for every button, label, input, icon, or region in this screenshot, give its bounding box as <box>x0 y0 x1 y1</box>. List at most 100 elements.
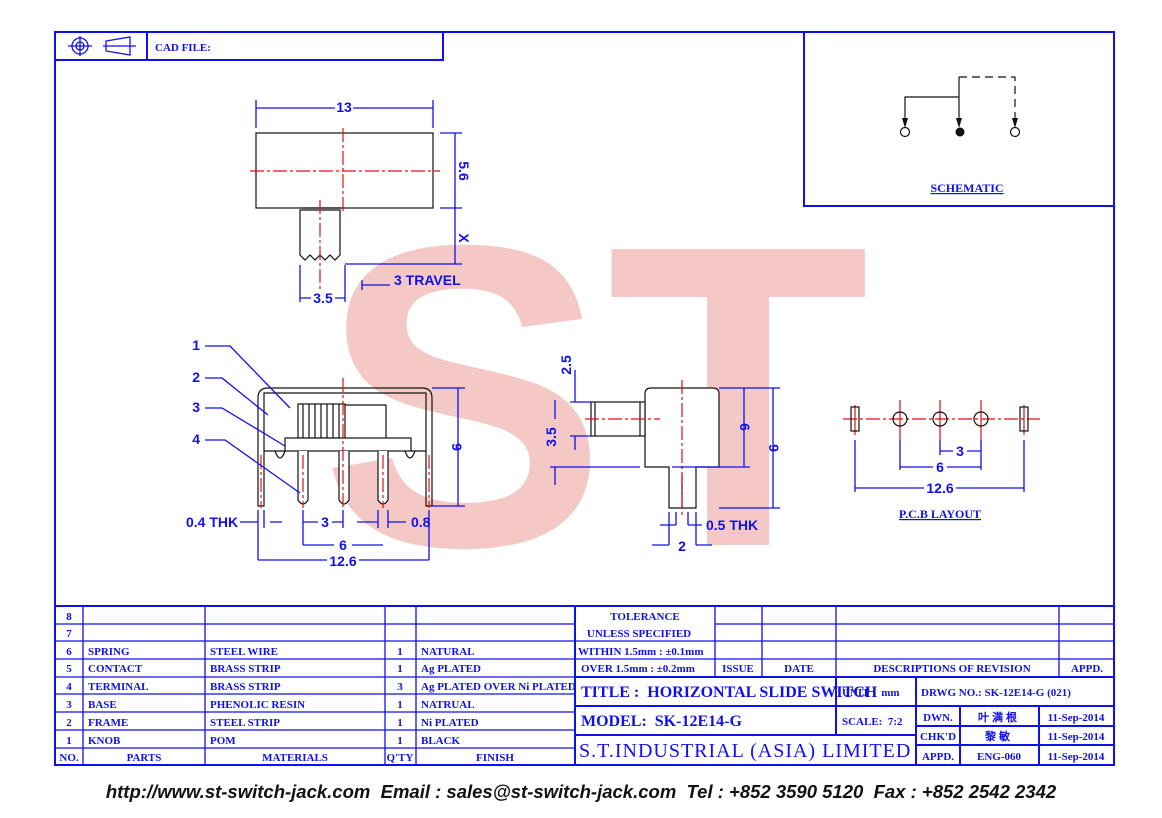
svg-text:PARTS: PARTS <box>127 752 162 764</box>
dim-12-6: 12.6 <box>329 553 356 569</box>
svg-text:TERMINAL: TERMINAL <box>88 681 149 693</box>
svg-text:NO.: NO. <box>59 752 79 764</box>
svg-text:CONTACT: CONTACT <box>88 663 143 675</box>
svg-text:ENG-060: ENG-060 <box>977 751 1022 763</box>
svg-text:NATURAL: NATURAL <box>421 646 475 658</box>
dim-0-4-thk: 0.4 THK <box>186 514 238 530</box>
dim-9-side: 9 <box>766 444 782 452</box>
svg-text:Ag PLATED: Ag PLATED <box>421 663 481 675</box>
dim-x: X <box>456 233 472 243</box>
svg-text:SCALE: 7:2: SCALE: 7:2 <box>842 716 903 728</box>
svg-text:CHK'D: CHK'D <box>920 731 956 743</box>
table-row: 4 TERMINAL BRASS STRIP 3 Ag PLATED OVER … <box>66 681 576 693</box>
dim-13: 13 <box>336 99 352 115</box>
svg-text:1: 1 <box>66 735 72 747</box>
svg-text:DWN.: DWN. <box>923 712 953 724</box>
svg-text:POM: POM <box>210 735 236 747</box>
dim-3: 3 <box>321 514 329 530</box>
dim-3-5: 3.5 <box>313 290 333 306</box>
table-row: 3 BASE PHENOLIC RESIN 1 NATRUAL <box>66 699 474 711</box>
svg-text:BLACK: BLACK <box>421 735 461 747</box>
svg-text:3: 3 <box>397 681 403 693</box>
table-header: NO. PARTS MATERIALS Q'TY FINISH <box>59 752 514 764</box>
dim-2-5: 2.5 <box>558 355 574 375</box>
svg-text:Ag PLATED OVER Ni PLATED: Ag PLATED OVER Ni PLATED <box>421 681 576 693</box>
svg-text:黎敏: 黎敏 <box>985 729 1013 743</box>
svg-text:ISSUE: ISSUE <box>722 663 754 675</box>
pcb-dim-6: 6 <box>936 459 944 475</box>
svg-text:3: 3 <box>66 699 72 711</box>
svg-text:KNOB: KNOB <box>88 735 121 747</box>
svg-text:1: 1 <box>397 663 403 675</box>
svg-text:DESCRIPTIONS OF REVISION: DESCRIPTIONS OF REVISION <box>873 663 1030 675</box>
parts-table: 8 7 6 SPRING STEEL WIRE 1 NATURAL 5 CONT… <box>55 605 1114 765</box>
svg-text:SPRING: SPRING <box>88 646 130 658</box>
drawing-number: DRWG NO.: SK-12E14-G (021) <box>921 687 1071 699</box>
svg-text:1: 1 <box>397 699 403 711</box>
svg-text:Ni PLATED: Ni PLATED <box>421 717 479 729</box>
svg-text:6: 6 <box>66 646 72 658</box>
sheet-border <box>54 31 1115 766</box>
svg-text:STEEL WIRE: STEEL WIRE <box>210 646 278 658</box>
svg-text:7: 7 <box>66 628 72 640</box>
svg-text:TOLERANCE: TOLERANCE <box>610 611 679 623</box>
dim-6: 6 <box>339 537 347 553</box>
callout-4: 4 <box>192 431 200 447</box>
front-view: 1 2 3 4 9 0.4 THK 3 0.8 6 12.6 <box>186 337 465 569</box>
dim-5-6: 5.6 <box>456 161 472 181</box>
schematic: SCHEMATIC <box>803 32 1114 207</box>
table-row: 6 SPRING STEEL WIRE 1 NATURAL <box>66 646 474 658</box>
pcb-layout-label: P.C.B LAYOUT <box>899 507 981 521</box>
dim-2: 2 <box>678 538 686 554</box>
dim-6-side: 6 <box>737 423 753 431</box>
svg-text:4: 4 <box>66 681 72 693</box>
dim-0-8: 0.8 <box>411 514 431 530</box>
pcb-layout: 3 6 12.6 P.C.B LAYOUT <box>843 400 1040 521</box>
svg-text:FINISH: FINISH <box>476 752 514 764</box>
dim-travel: 3 TRAVEL <box>394 272 461 288</box>
svg-text:1: 1 <box>397 646 403 658</box>
table-row: 2 FRAME STEEL STRIP 1 Ni PLATED <box>66 717 478 729</box>
svg-text:11-Sep-2014: 11-Sep-2014 <box>1048 751 1105 763</box>
svg-text:ST: ST <box>320 157 869 637</box>
svg-text:MATERIALS: MATERIALS <box>262 752 328 764</box>
drawing-title: TITLE : HORIZONTAL SLIDE SWITCH <box>581 684 878 701</box>
svg-text:WITHIN 1.5mm : ±0.1mm: WITHIN 1.5mm : ±0.1mm <box>578 646 704 658</box>
svg-text:UNIT : mm: UNIT : mm <box>842 687 900 699</box>
svg-text:OVER 1.5mm : ±0.2mm: OVER 1.5mm : ±0.2mm <box>581 663 695 675</box>
svg-text:DATE: DATE <box>784 663 814 675</box>
svg-text:BASE: BASE <box>88 699 117 711</box>
svg-text:11-Sep-2014: 11-Sep-2014 <box>1048 731 1105 743</box>
svg-text:2: 2 <box>66 717 72 729</box>
dim-9: 9 <box>449 443 465 451</box>
svg-text:11-Sep-2014: 11-Sep-2014 <box>1048 712 1105 724</box>
svg-text:BRASS STRIP: BRASS STRIP <box>210 663 281 675</box>
dim-0-5-thk: 0.5 THK <box>706 517 758 533</box>
projection-symbol-icon <box>68 36 136 56</box>
svg-text:APPD.: APPD. <box>922 751 954 763</box>
pcb-dim-3: 3 <box>956 443 964 459</box>
svg-text:8: 8 <box>66 611 72 623</box>
model-number: MODEL: SK-12E14-G <box>581 713 742 730</box>
callout-1: 1 <box>192 337 200 353</box>
svg-text:1: 1 <box>397 735 403 747</box>
svg-text:STEEL STRIP: STEEL STRIP <box>210 717 280 729</box>
svg-text:Q'TY: Q'TY <box>387 752 414 764</box>
svg-text:UNLESS SPECIFIED: UNLESS SPECIFIED <box>587 628 691 640</box>
svg-text:BRASS STRIP: BRASS STRIP <box>210 681 281 693</box>
table-row: 5 CONTACT BRASS STRIP 1 Ag PLATED <box>66 663 481 675</box>
st-watermark: ST <box>320 157 869 637</box>
svg-text:FRAME: FRAME <box>88 717 128 729</box>
svg-text:1: 1 <box>397 717 403 729</box>
company-name: S.T.INDUSTRIAL (ASIA) LIMITED <box>579 740 911 762</box>
cad-file-label: CAD FILE: <box>155 42 211 54</box>
table-row: 1 KNOB POM 1 BLACK <box>66 735 460 747</box>
title-block: TOLERANCE UNLESS SPECIFIED WITHIN 1.5mm … <box>575 606 1114 765</box>
callout-2: 2 <box>192 369 200 385</box>
svg-text:5: 5 <box>66 663 72 675</box>
svg-text:NATRUAL: NATRUAL <box>421 699 475 711</box>
svg-text:叶满根: 叶满根 <box>978 710 1020 724</box>
header-cad-file: CAD FILE: <box>55 32 444 61</box>
svg-text:APPD.: APPD. <box>1071 663 1103 675</box>
